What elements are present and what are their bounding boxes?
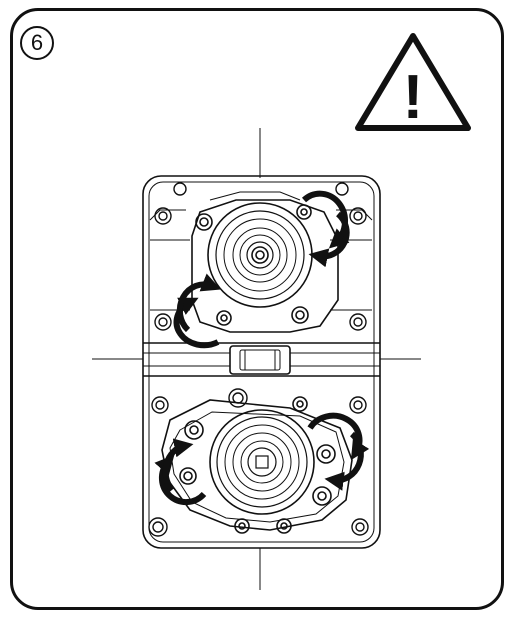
rotation-arrows <box>154 190 370 506</box>
housing-bolts <box>148 182 369 537</box>
upper-right-rotation-arrow-return <box>308 211 350 268</box>
warning-triangle-icon: ! <box>355 33 471 132</box>
lower-left-rotation-arrow-return <box>162 438 194 492</box>
warning-glyph: ! <box>403 63 424 132</box>
lower-right-rotation-arrow-return <box>324 431 364 491</box>
upper-left-rotation-arrow-return <box>176 273 221 333</box>
step-number: 6 <box>30 30 44 55</box>
step-number-badge: 6 <box>20 26 54 60</box>
upper-motor <box>191 199 339 333</box>
lower-right-rotation-arrow <box>307 412 370 461</box>
upper-right-rotation-arrow <box>301 190 350 249</box>
housing <box>142 175 381 549</box>
center-lines <box>92 128 421 590</box>
